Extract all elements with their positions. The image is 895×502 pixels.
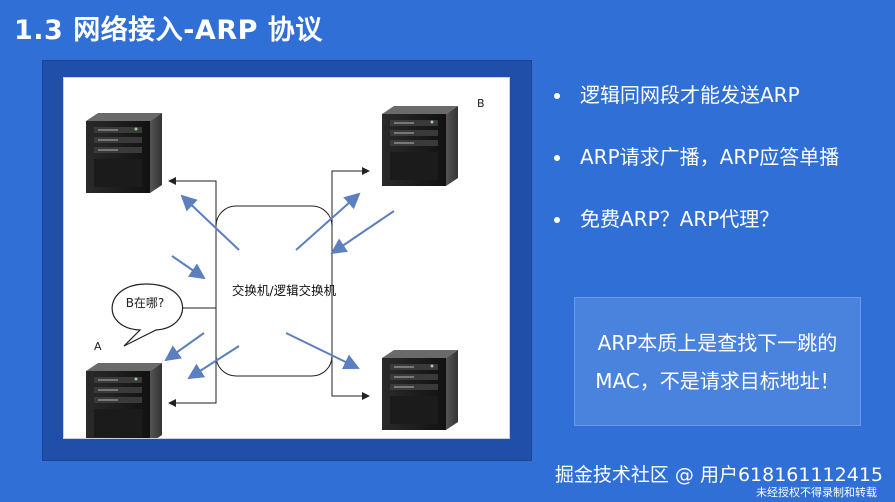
bullet-item: ARP请求广播，ARP应答单播 (550, 142, 890, 172)
bullet-dot-icon (554, 217, 560, 223)
bullet-item: 逻辑同网段才能发送ARP (550, 80, 890, 110)
switch-shape (215, 205, 333, 377)
node-a-label: A (94, 340, 102, 353)
node-b-label: B (477, 97, 485, 110)
note-line-2: MAC，不是请求目标地址！ (595, 368, 840, 393)
slide-title: 1.3 网络接入-ARP 协议 (14, 15, 323, 46)
note-box: ARP本质上是查找下一跳的 MAC，不是请求目标地址！ (574, 297, 861, 426)
note-line-1: ARP本质上是查找下一跳的 (597, 330, 838, 355)
bullet-list: 逻辑同网段才能发送ARP ARP请求广播，ARP应答单播 免费ARP？ARP代理… (550, 80, 890, 266)
diagram-canvas: 交换机/逻辑交换机 B在哪? A B (63, 77, 510, 439)
bubble-text: B在哪? (125, 296, 165, 310)
server-top-right-icon (382, 106, 458, 186)
bullet-item: 免费ARP？ARP代理？ (550, 204, 890, 234)
speech-bubble (111, 283, 184, 347)
switch-label: 交换机/逻辑交换机 (231, 283, 337, 298)
network-diagram (86, 106, 458, 438)
bullet-dot-icon (554, 93, 560, 99)
bullet-dot-icon (554, 155, 560, 161)
watermark-sub: 未经授权不得录制和转载 (756, 486, 877, 499)
server-top-left-icon (86, 113, 162, 193)
watermark-main: 掘金技术社区 @ 用户618161112415 (554, 464, 883, 486)
server-bottom-right-icon (382, 350, 458, 430)
server-a-icon (86, 363, 162, 438)
